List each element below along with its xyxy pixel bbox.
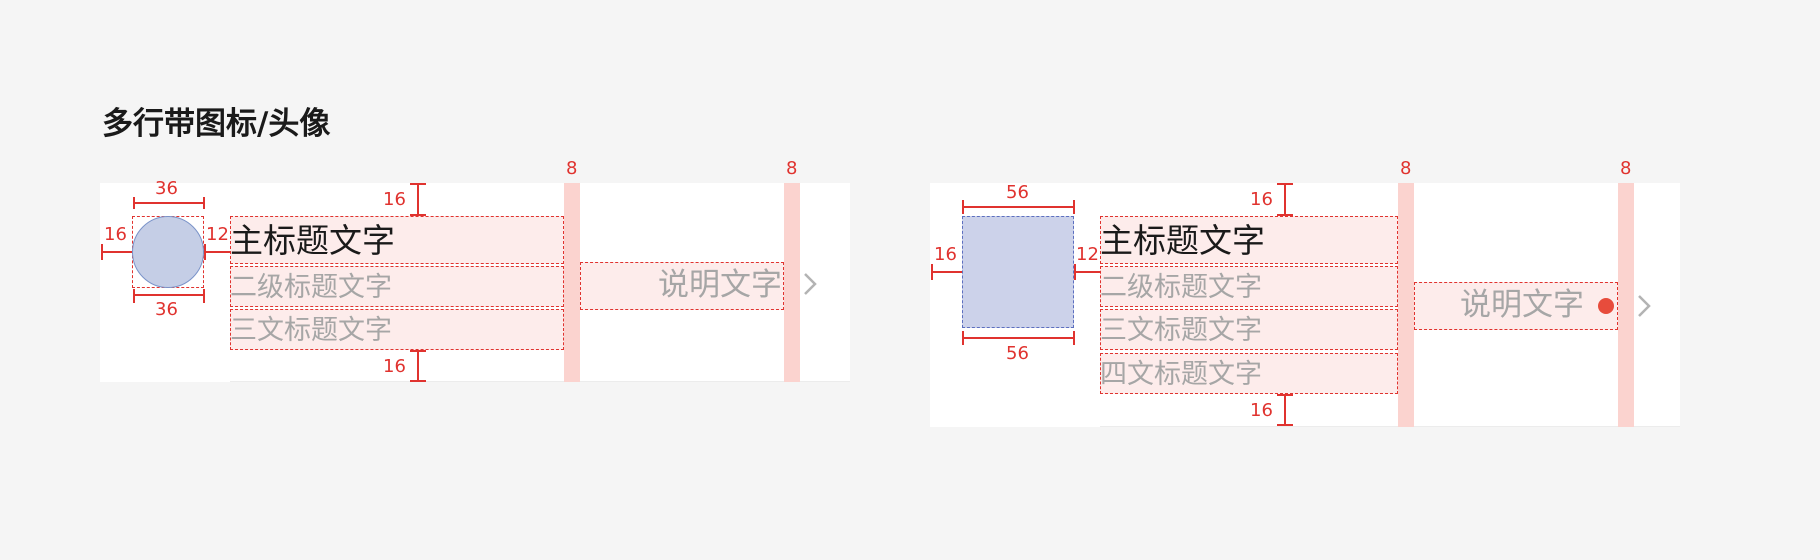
gap-label: 12 — [1076, 244, 1099, 265]
chevron-right-icon[interactable] — [802, 272, 818, 296]
gap-label: 8 — [786, 158, 798, 179]
left-padding-label: 16 — [104, 224, 127, 245]
gap-label: 12 — [206, 224, 229, 245]
measure-line — [931, 271, 962, 273]
measure-tick — [1277, 424, 1293, 426]
measure-line — [417, 183, 419, 216]
measure-line — [962, 337, 1075, 339]
measure-line — [133, 202, 205, 204]
bottom-padding-label: 16 — [383, 356, 406, 377]
fourth-line-box — [1100, 353, 1398, 394]
measure-tick — [1074, 264, 1076, 280]
avatar-height-label: 56 — [1006, 343, 1029, 364]
divider — [230, 381, 850, 382]
top-padding-label: 16 — [383, 189, 406, 210]
avatar-height-label: 36 — [155, 299, 178, 320]
measure-tick — [1277, 214, 1293, 216]
measure-tick — [410, 214, 426, 216]
measure-line — [1074, 271, 1100, 273]
divider — [1100, 426, 1680, 427]
secondary-title: 二级标题文字 — [1100, 272, 1262, 303]
third-line-box — [230, 309, 564, 350]
gap-column — [564, 183, 580, 382]
measure-line — [417, 350, 419, 382]
measure-tick — [410, 380, 426, 382]
gap-column — [784, 183, 800, 382]
gap-column — [1398, 183, 1414, 427]
title-line-box — [1100, 216, 1398, 264]
primary-title: 主标题文字 — [1100, 221, 1265, 260]
measure-line — [1284, 183, 1286, 216]
left-padding-label: 16 — [934, 244, 957, 265]
primary-title: 主标题文字 — [230, 221, 395, 260]
avatar-width-label: 36 — [155, 178, 178, 199]
measure-tick — [204, 244, 206, 260]
description-text: 说明文字 — [1460, 287, 1584, 323]
third-line-box — [1100, 309, 1398, 350]
badge-dot — [1598, 298, 1614, 314]
section-title: 多行带图标/头像 — [102, 106, 331, 142]
fourth-title: 四文标题文字 — [1100, 359, 1262, 390]
chevron-right-icon[interactable] — [1636, 294, 1652, 318]
gap-label: 8 — [566, 158, 578, 179]
measure-line — [101, 251, 132, 253]
avatar — [132, 216, 204, 288]
gap-label: 8 — [1400, 158, 1412, 179]
title-line-box — [230, 216, 564, 264]
measure-line — [962, 206, 1075, 208]
gap-label: 8 — [1620, 158, 1632, 179]
measure-line — [133, 294, 205, 296]
third-title: 三文标题文字 — [230, 315, 392, 346]
top-padding-label: 16 — [1250, 189, 1273, 210]
subtitle-line-box — [1100, 266, 1398, 307]
third-title: 三文标题文字 — [1100, 315, 1262, 346]
measure-line — [204, 251, 230, 253]
gap-column — [1618, 183, 1634, 427]
measure-tick — [203, 289, 205, 303]
bottom-padding-label: 16 — [1250, 400, 1273, 421]
thumbnail — [962, 216, 1074, 328]
avatar-width-label: 56 — [1006, 182, 1029, 203]
description-box — [580, 262, 784, 310]
description-box — [1414, 282, 1618, 330]
description-text: 说明文字 — [658, 267, 782, 303]
measure-tick — [133, 289, 135, 303]
measure-line — [1284, 394, 1286, 426]
subtitle-line-box — [230, 266, 564, 307]
secondary-title: 二级标题文字 — [230, 272, 392, 303]
